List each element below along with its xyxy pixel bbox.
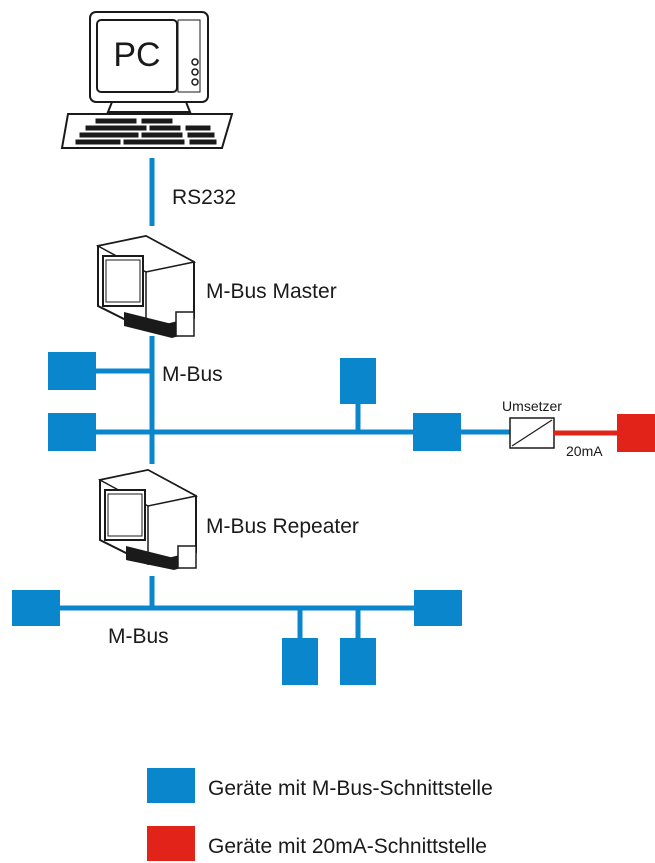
current-loop-label: 20mA <box>566 443 603 459</box>
mbus-upper-label: M-Bus <box>162 363 223 386</box>
mbus-device-lower-1 <box>12 590 60 626</box>
lower-mbus-lines <box>60 576 414 640</box>
mbus-device-upper-3 <box>340 358 376 404</box>
mbus-device-lower-4 <box>340 638 376 685</box>
rs232-label: RS232 <box>172 186 236 209</box>
pc-computer-icon <box>60 11 234 149</box>
mbus-master-label: M-Bus Master <box>206 280 337 303</box>
mbus-device-upper-4 <box>413 413 461 451</box>
mbus-repeater-device-icon <box>97 468 199 570</box>
mbus-device-lower-3 <box>282 638 318 685</box>
pc-screen-label: PC <box>113 36 160 74</box>
converter-icon <box>509 417 555 449</box>
mbus-device-upper-2 <box>48 413 96 451</box>
legend-swatch-mbus <box>147 768 195 803</box>
mbus-repeater-label: M-Bus Repeater <box>206 515 359 538</box>
mbus-device-lower-2 <box>414 590 462 626</box>
legend-label-mbus: Geräte mit M-Bus-Schnittstelle <box>208 777 493 800</box>
legend-label-20ma: Geräte mit 20mA-Schnittstelle <box>208 835 487 858</box>
mbus-device-upper-1 <box>48 352 96 390</box>
converter-label: Umsetzer <box>502 398 562 414</box>
legend: Geräte mit M-Bus-Schnittstelle Geräte mi… <box>147 768 493 861</box>
20ma-device <box>617 414 655 452</box>
mbus-master-device-icon <box>95 234 197 338</box>
mbus-lower-label: M-Bus <box>108 625 169 648</box>
legend-swatch-20ma <box>147 826 195 861</box>
